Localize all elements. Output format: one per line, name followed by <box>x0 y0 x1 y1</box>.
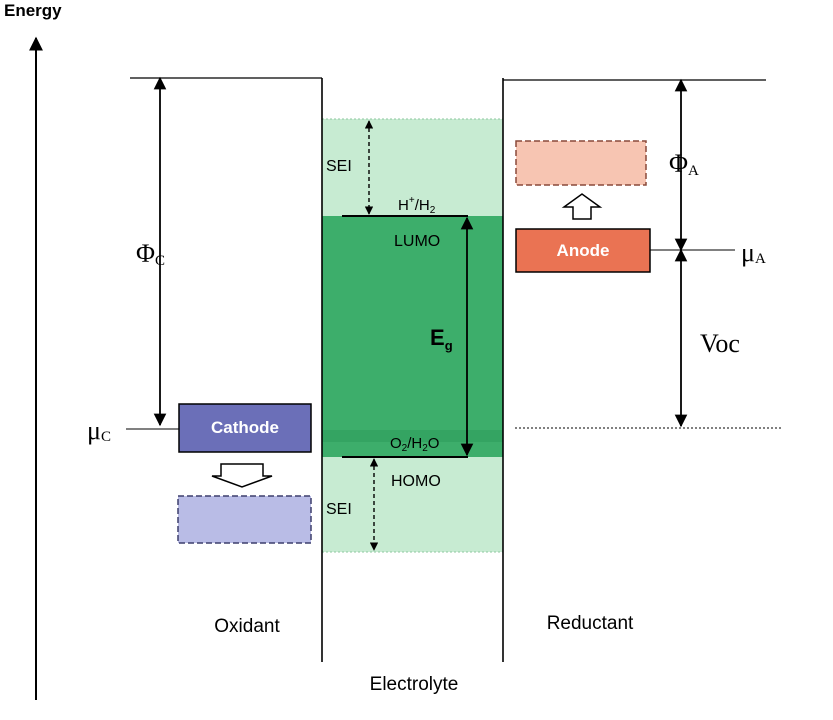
anode-shifted-box <box>515 140 647 186</box>
sei-top-label: SEI <box>326 158 352 175</box>
electrolyte-label: Electrolyte <box>370 674 459 695</box>
voc-label: Voc <box>700 329 740 358</box>
reductant-label: Reductant <box>547 613 634 634</box>
mu-c-label: μC <box>87 416 111 445</box>
anode-shift-arrow-icon <box>561 193 603 220</box>
anode-label: Anode <box>557 241 610 260</box>
o2-level-band <box>322 430 503 442</box>
h-couple-label: H+/H2 <box>398 195 436 216</box>
oxidant-label: Oxidant <box>214 616 280 637</box>
sei-bottom-label: SEI <box>326 501 352 518</box>
eg-label: Eg <box>430 325 453 353</box>
lumo-label: LUMO <box>394 233 440 250</box>
cathode-box <box>178 403 312 453</box>
band-gap-region <box>322 216 503 457</box>
phi-a-label: ΦA <box>669 149 699 179</box>
cathode-shift-arrow-icon <box>211 463 273 488</box>
homo-label: HOMO <box>391 473 441 490</box>
sei-band-bottom <box>322 457 503 552</box>
cathode-label: Cathode <box>211 418 279 437</box>
mu-a-label: μA <box>741 238 766 267</box>
phi-c-label: ΦC <box>136 239 165 269</box>
energy-axis-label: Energy <box>4 1 62 20</box>
sei-band-top <box>322 119 503 216</box>
cathode-shifted-box <box>177 495 312 544</box>
o-couple-label: O2/H2O <box>390 435 439 454</box>
anode-box <box>515 228 651 273</box>
